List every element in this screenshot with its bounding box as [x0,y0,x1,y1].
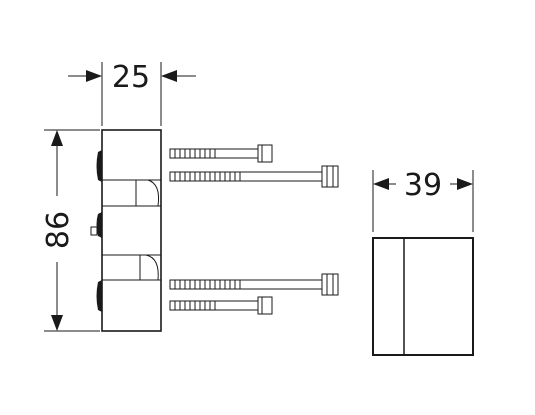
arrow-down-icon [51,315,63,331]
arrow-left-icon [161,70,177,82]
arrow-up-icon [51,130,63,146]
dimension-label-39: 39 [404,168,442,203]
curve-cutout-bottom [145,254,159,281]
small-pin [90,226,98,236]
screw-long-bottom [169,273,339,296]
curve-cutout-top [147,179,159,207]
cover-plate [372,237,474,356]
arrow-right-icon [86,70,102,82]
arrow-right-icon [457,178,473,190]
mixer-body-side-view [90,129,162,332]
screw-short-bottom [169,296,273,315]
knob-bump-middle [96,212,102,238]
dimension-label-86: 86 [41,211,76,249]
dimension-label-25: 25 [112,60,150,95]
knob-bump-bottom [96,280,102,312]
screw-short-top [169,144,273,163]
cover-plate-outline [372,237,474,356]
screw-long-top [169,165,339,188]
knob-bump-top [96,150,102,182]
arrow-left-icon [373,178,389,190]
body-outline [101,129,162,332]
dimension-height-86: 86 [41,129,100,332]
dimension-width-39: 39 [372,168,474,232]
dimension-width-25: 25 [68,60,196,126]
